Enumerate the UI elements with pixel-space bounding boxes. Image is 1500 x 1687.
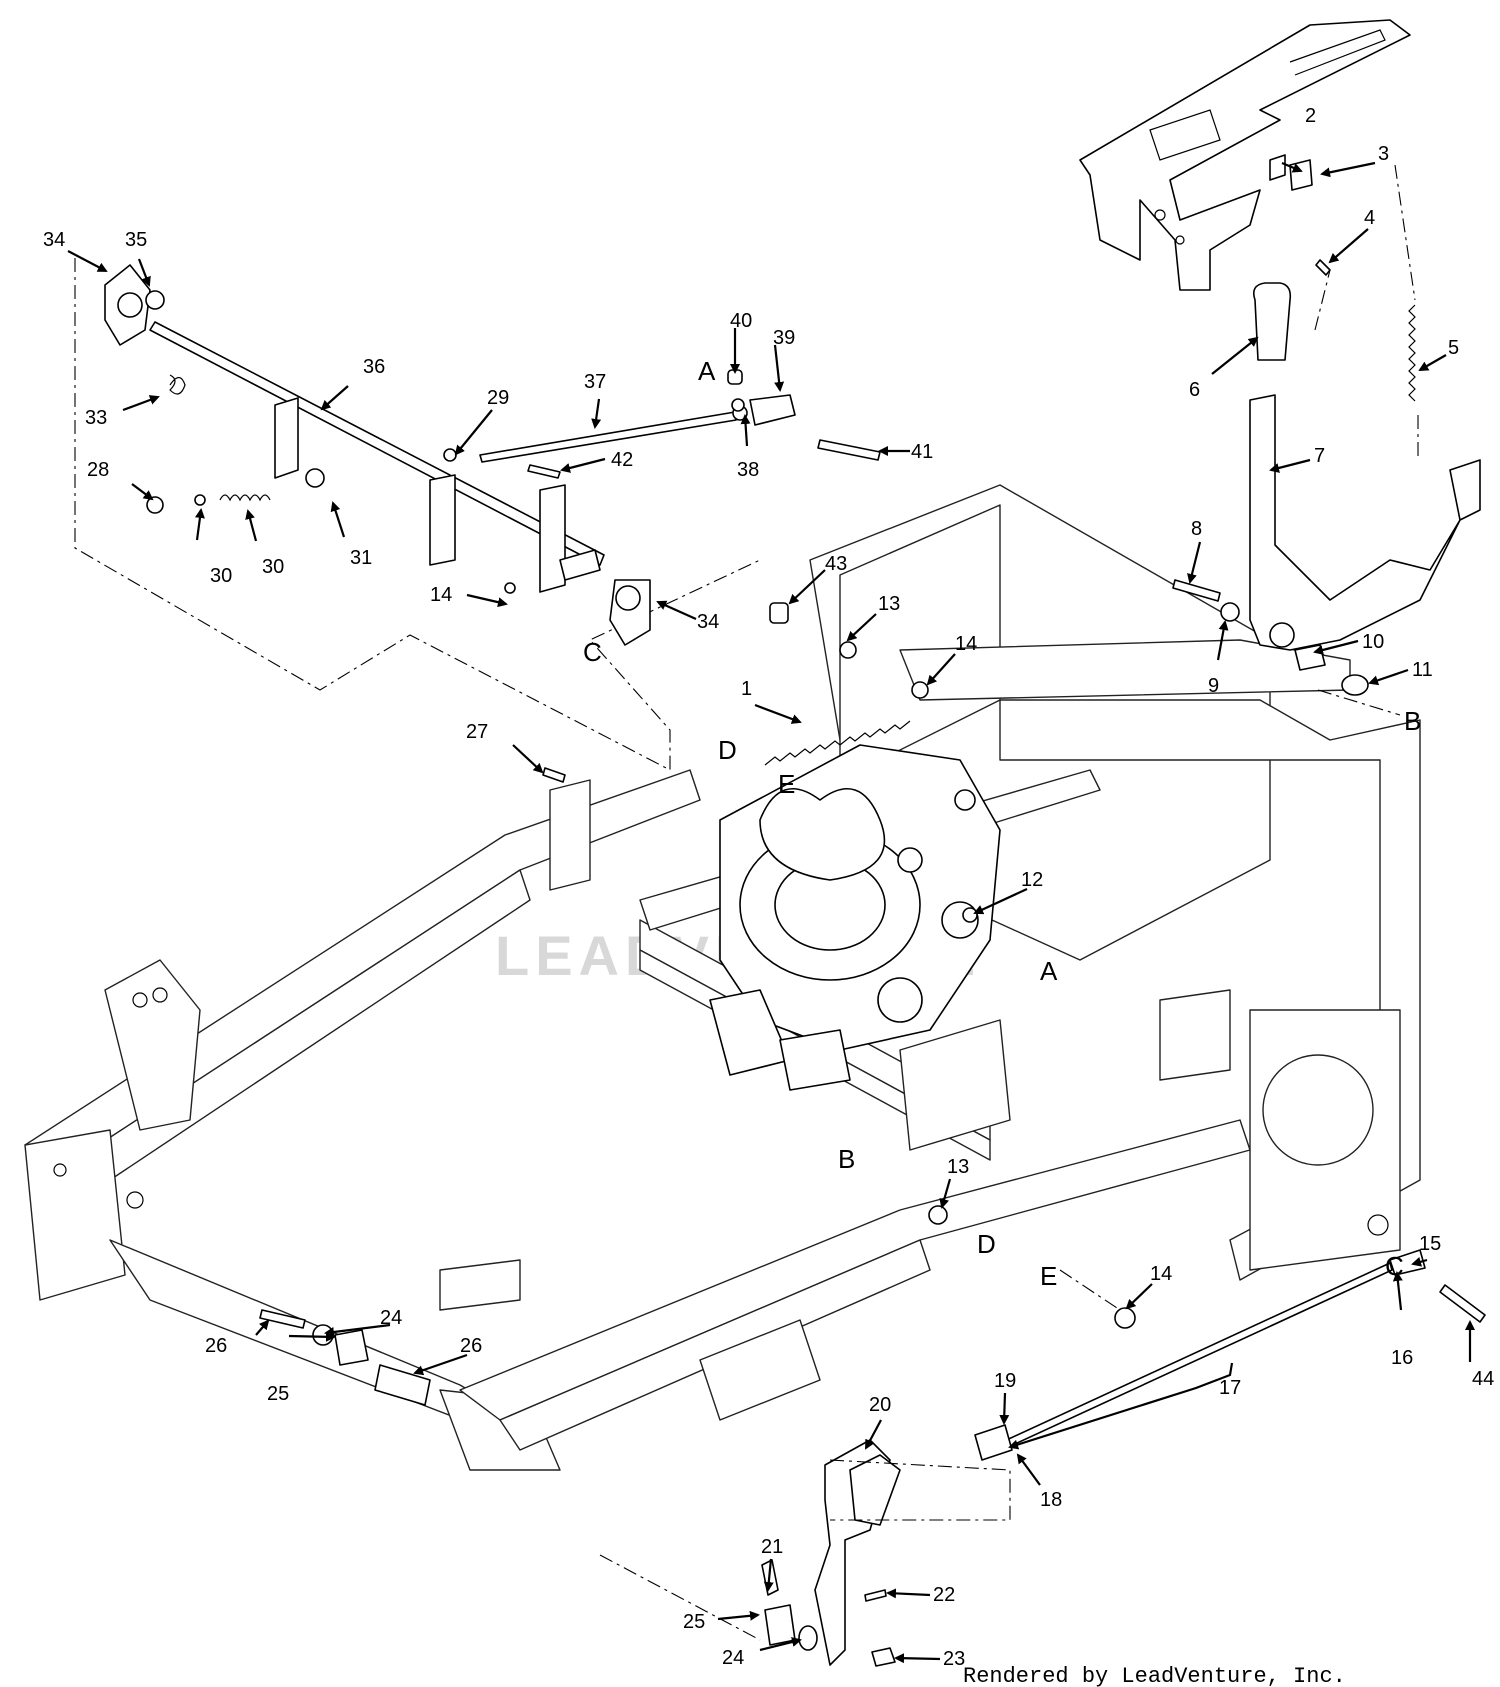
chassis-frame [24, 484, 1421, 1471]
callout-36: 36 [363, 356, 385, 378]
shift-linkage-assembly [74, 258, 929, 771]
callout-14-lower: 14 [1150, 1263, 1172, 1285]
ref-letter-d-frame: D [977, 1229, 996, 1259]
ref-letter-a-transmission: A [1040, 956, 1058, 986]
callout-35: 35 [125, 229, 147, 251]
callout-21: 21 [761, 1536, 783, 1558]
callout-8: 8 [1191, 518, 1202, 540]
ref-letter-e-frame: E [1040, 1261, 1057, 1291]
callout-10: 10 [1362, 631, 1384, 653]
callout-20: 20 [869, 1394, 891, 1416]
callout-29: 28 [87, 459, 109, 481]
callout-9: 9 [1208, 675, 1219, 697]
callout-28: 27 [466, 721, 488, 743]
ref-letter-d-spring: D [718, 735, 737, 765]
callout-34: 34 [43, 229, 65, 251]
callout-34-right: 34 [697, 611, 719, 633]
callout-13-upper: 13 [878, 593, 900, 615]
ref-letter-b-bracket: B [1404, 706, 1421, 736]
callout-44: 44 [1472, 1368, 1494, 1390]
callout-25-lower: 25 [683, 1611, 705, 1633]
callout-5: 5 [1448, 337, 1459, 359]
callout-43: 43 [825, 553, 847, 575]
ref-letter-a-top: A [698, 356, 716, 386]
callout-26: 26 [460, 1335, 482, 1357]
callout-6: 6 [1189, 379, 1200, 401]
callout-33: 33 [85, 407, 107, 429]
ref-letter-b-frame: B [838, 1144, 855, 1174]
callout-24-lower: 24 [722, 1647, 744, 1669]
callout-13-lower: 13 [947, 1156, 969, 1178]
callout-1: 1 [741, 678, 752, 700]
callout-14-upper: 14 [430, 584, 452, 606]
transmission-assembly [709, 744, 1001, 1091]
callout-18: 18 [1040, 1489, 1062, 1511]
lower-linkage-parts [259, 767, 1486, 1667]
callout-3: 3 [1378, 143, 1389, 165]
callout-32: 31 [350, 547, 372, 569]
callout-39: 39 [773, 327, 795, 349]
render-credit: Rendered by LeadVenture, Inc. [963, 1664, 1346, 1687]
callout-38: 38 [737, 459, 759, 481]
callout-31: 30 [262, 556, 284, 578]
callout-23: 23 [943, 1648, 965, 1670]
ref-letter-c-rod: C [1385, 1251, 1404, 1281]
ref-letter-c-linkage: C [583, 637, 602, 667]
callout-41: 41 [911, 441, 933, 463]
callout-22: 22 [933, 1584, 955, 1606]
callout-25-upper: 25 [267, 1383, 289, 1405]
callout-37: 37 [584, 371, 606, 393]
callout-19: 19 [994, 1370, 1016, 1392]
callout-11: 11 [1412, 659, 1433, 681]
callout-14-mid: 14 [955, 633, 977, 655]
spring-1 [764, 720, 911, 766]
callout-30: 29 [487, 387, 509, 409]
callout-40: 40 [730, 310, 752, 332]
callout-42: 42 [611, 449, 633, 471]
callout-17: 17 [1219, 1377, 1241, 1399]
callout-27: 26 [205, 1335, 227, 1357]
reference-letters: A A B B C C D D E E [583, 356, 1421, 1291]
part-callouts: 34 35 36 37 33 29 28 42 30 30 31 14 34 4… [43, 105, 1494, 1670]
ref-letter-e-spring: E [778, 769, 795, 799]
callout-15: 15 [1419, 1233, 1441, 1255]
callout-7: 7 [1314, 445, 1325, 467]
callout-24-upper: 24 [380, 1307, 402, 1329]
callout-16: 16 [1391, 1347, 1413, 1369]
callout-4: 4 [1364, 207, 1375, 229]
control-bracket-assembly [1079, 19, 1481, 716]
callout-30-lower: 30 [210, 565, 232, 587]
callout-12: 12 [1021, 869, 1043, 891]
callout-2: 2 [1305, 105, 1316, 127]
leader-arrows [67, 161, 1475, 1664]
